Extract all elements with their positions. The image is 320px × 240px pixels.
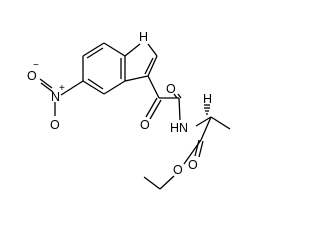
atom-label-amide-nh: HN <box>170 121 188 135</box>
atom-label-nitro-o-bottom: O <box>50 118 60 132</box>
molecule-structure-diagram: H O − N + O O O HN H O O <box>27 30 231 190</box>
atom-label-keto-o: O <box>140 118 150 132</box>
indole-pyrrole-ring <box>124 43 158 82</box>
oxalyl-chain <box>145 75 182 121</box>
atom-label-nitro-n: N <box>51 90 60 104</box>
indole-benzene-ring <box>82 42 126 95</box>
charge-nitro-n: + <box>59 83 65 94</box>
stereo-hash-bond <box>204 104 210 115</box>
atom-label-ester-o-carbonyl: O <box>188 158 198 172</box>
charge-nitro-o: − <box>33 60 39 71</box>
atom-label-amide-o: O <box>166 82 176 96</box>
atom-label-indole-h: H <box>139 30 148 44</box>
atom-labels: H O − N + O O O HN H O O <box>27 30 212 177</box>
nitro-group <box>39 78 84 116</box>
atom-label-nitro-o-left: O <box>27 69 37 83</box>
alanine-ester <box>143 104 231 190</box>
atom-label-stereo-h: H <box>203 92 212 106</box>
atom-label-ester-o-ether: O <box>173 163 183 177</box>
